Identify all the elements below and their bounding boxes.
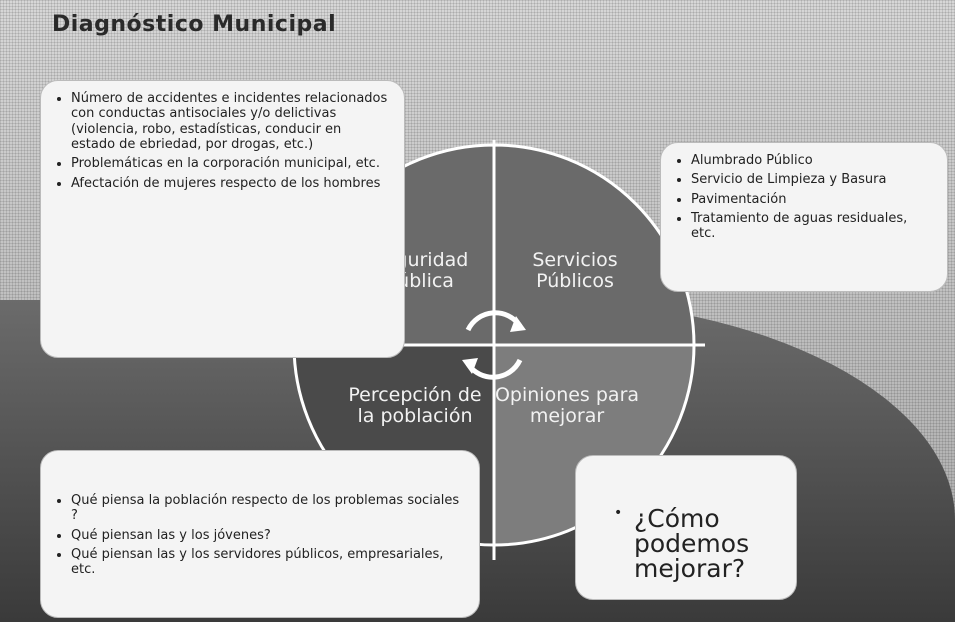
list-item: Pavimentación <box>691 192 931 207</box>
mejorar-list: • ¿Cómo podemos mejorar? <box>614 504 778 583</box>
label-servicios-publicos: Servicios Públicos <box>532 249 618 292</box>
cycle-arrows-icon <box>462 310 526 380</box>
mejorar-text: ¿Cómo podemos mejorar? <box>634 504 750 583</box>
list-item: Servicio de Limpieza y Basura <box>691 172 931 187</box>
bullet-icon: • <box>614 505 623 521</box>
list-item: Afectación de mujeres respecto de los ho… <box>71 176 388 191</box>
slide-title: Diagnóstico Municipal <box>52 12 337 37</box>
list-item: Tratamiento de aguas residuales, etc. <box>691 211 931 242</box>
seguridad-list: Número de accidentes e incidentes relaci… <box>57 91 388 191</box>
box-seguridad-details: Número de accidentes e incidentes relaci… <box>40 80 405 358</box>
percepcion-list: Qué piensa la población respecto de los … <box>57 493 463 578</box>
list-item: Qué piensan las y los servidores público… <box>71 547 463 578</box>
list-item: Problemáticas en la corporación municipa… <box>71 156 388 171</box>
label-opiniones-mejorar: Opiniones para mejorar <box>494 384 640 427</box>
list-item: • ¿Cómo podemos mejorar? <box>614 504 778 583</box>
list-item: Alumbrado Público <box>691 153 931 168</box>
box-percepcion-details: Qué piensa la población respecto de los … <box>40 450 480 618</box>
servicios-list: Alumbrado Público Servicio de Limpieza y… <box>677 153 931 242</box>
box-como-mejorar: • ¿Cómo podemos mejorar? <box>575 455 797 600</box>
list-item: Qué piensan las y los jóvenes? <box>71 528 463 543</box>
list-item: Número de accidentes e incidentes relaci… <box>71 91 388 152</box>
list-item: Qué piensa la población respecto de los … <box>71 493 463 524</box>
label-percepcion-poblacion: Percepción de la población <box>348 384 482 427</box>
box-servicios-details: Alumbrado Público Servicio de Limpieza y… <box>660 142 948 292</box>
quadrant-top-right <box>492 143 696 347</box>
